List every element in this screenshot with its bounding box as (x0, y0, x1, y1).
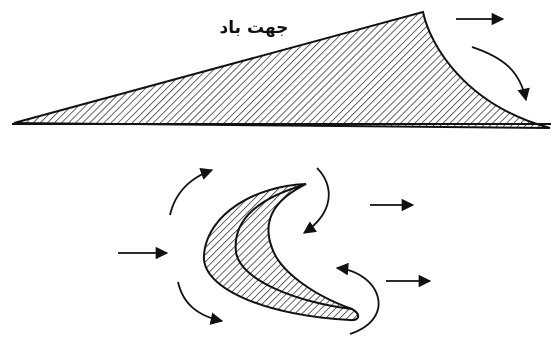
flow-arrow-upper-left (170, 170, 212, 215)
wind-direction-label: جهت باد (214, 17, 294, 39)
flow-arrow-lower-left (178, 282, 222, 321)
eddy-arrow-horn-top (304, 168, 329, 233)
eddy-arrow-leeward (472, 47, 526, 100)
barchan-dune (204, 184, 358, 320)
barchan-outer (204, 184, 358, 320)
eddy-arrow-horn-bottom (337, 268, 379, 334)
